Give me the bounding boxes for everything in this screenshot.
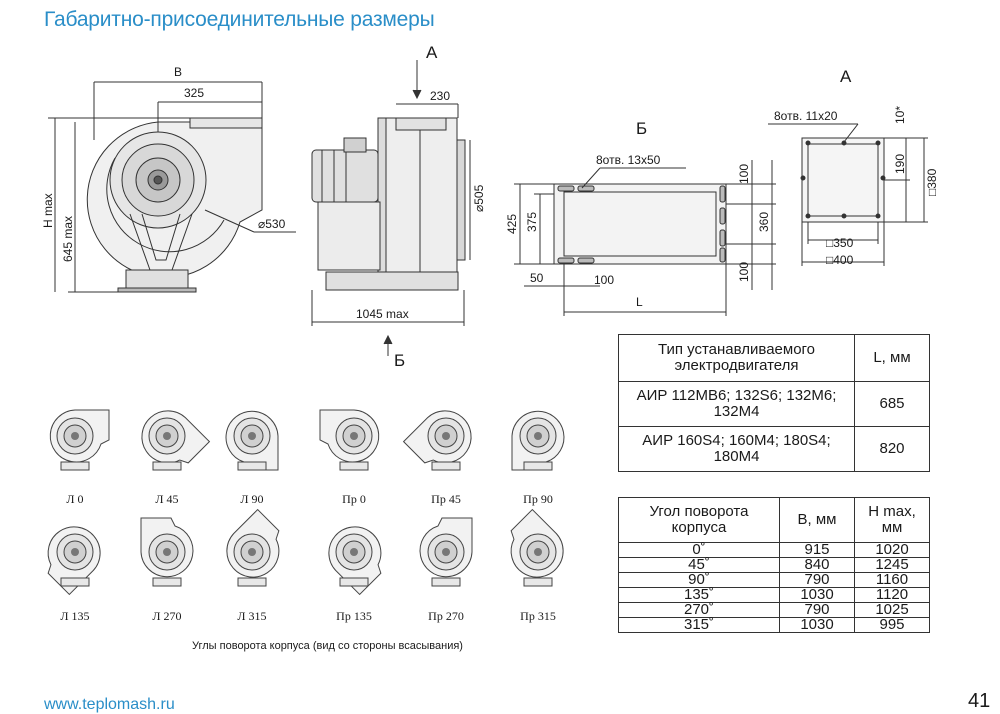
dim-hmax: H max <box>41 193 55 228</box>
rotation-label: Л 135 <box>60 609 89 623</box>
rotation-label: Пр 90 <box>523 492 553 506</box>
dim-b: B <box>174 65 182 79</box>
rotation-thumbnail: Пр 0 <box>319 409 380 506</box>
dim-530: ⌀530 <box>258 217 286 231</box>
dim-50: 50 <box>530 271 544 285</box>
rotation-label: Л 45 <box>155 492 178 506</box>
base-view-label: Б <box>636 119 647 138</box>
dim-l: L <box>636 295 643 309</box>
motor-cell: АИР 160S4; 160М4; 180S4; 180М4 <box>618 426 855 472</box>
dim-325: 325 <box>184 86 204 100</box>
dim-380: □380 <box>925 168 939 196</box>
hmax-cell: 1025 <box>854 602 930 618</box>
b-header: B, мм <box>779 497 855 543</box>
angle-cell: 315˚ <box>618 617 780 633</box>
angle-header: Угол поворота корпуса <box>618 497 780 543</box>
rotation-label: Л 270 <box>152 609 181 623</box>
l-cell: 820 <box>854 426 930 472</box>
side-view <box>311 60 471 356</box>
rotation-thumbnail: Пр 90 <box>511 410 565 506</box>
view-b-mark: Б <box>394 351 405 370</box>
dim-375: 375 <box>525 212 539 232</box>
hmax-cell: 995 <box>854 617 930 633</box>
rotation-label: Л 0 <box>66 492 83 506</box>
rotation-label: Пр 45 <box>431 492 461 506</box>
rotation-caption: Углы поворота корпуса (вид со стороны вс… <box>192 640 463 652</box>
dim-100-base: 100 <box>594 273 614 287</box>
rotation-thumbnail: Л 135 <box>47 526 101 623</box>
dim-100-top: 100 <box>737 164 751 184</box>
b-cell: 790 <box>779 602 855 618</box>
rotation-label: Л 90 <box>240 492 263 506</box>
dim-190: 190 <box>893 154 907 174</box>
outlet-view <box>768 123 928 266</box>
outlet-view-label: А <box>840 67 852 86</box>
view-a-mark: A <box>426 43 438 62</box>
dim-505: ⌀505 <box>472 184 486 212</box>
front-view <box>48 81 296 293</box>
dim-645: 645 max <box>61 216 75 262</box>
l-header: L, мм <box>854 334 930 382</box>
dim-100-bottom: 100 <box>737 262 751 282</box>
rotation-thumbnail: Пр 270 <box>419 517 473 623</box>
l-cell: 685 <box>854 381 930 427</box>
page-title: Габаритно-присоединительные размеры <box>44 8 435 31</box>
rotation-thumbnail: Л 0 <box>49 409 110 506</box>
hmax-header: H max, мм <box>854 497 930 543</box>
rotation-label: Пр 270 <box>428 609 464 623</box>
dim-400: □400 <box>826 253 854 267</box>
rotation-label: Л 315 <box>237 609 266 623</box>
base-holes: 8отв. 13х50 <box>596 153 661 167</box>
footer-site-link[interactable]: www.teplomash.ru <box>44 696 175 713</box>
rotation-thumbnail: Л 90 <box>225 410 279 506</box>
motor-cell: АИР 112МВ6; 132S6; 132М6; 132М4 <box>618 381 855 427</box>
dim-1045: 1045 max <box>356 307 409 321</box>
rotation-thumbnail: Л 270 <box>140 517 194 623</box>
angle-cell: 135˚ <box>618 587 780 603</box>
rotation-grid: Л 0 Л 45 Л 90 Пр 0 Пр 45 Пр 90 Л 135 Л 270 Л 315… <box>47 409 565 623</box>
b-cell: 1030 <box>779 617 855 633</box>
hmax-cell: 1120 <box>854 587 930 603</box>
dim-425: 425 <box>505 214 519 234</box>
rotation-label: Пр 315 <box>520 609 556 623</box>
rotation-thumbnail: Л 315 <box>226 508 280 623</box>
outlet-holes: 8отв. 11х20 <box>774 109 838 123</box>
angle-table: Угол поворота корпуса B, мм H max, мм 0˚… <box>618 497 930 633</box>
rotation-thumbnail: Пр 45 <box>402 410 472 506</box>
base-view <box>514 160 776 316</box>
page-number: 41 <box>968 690 991 712</box>
rotation-label: Пр 135 <box>336 609 372 623</box>
motor-table: Тип устанавливаемого электродвигателя L,… <box>618 334 930 472</box>
dim-230: 230 <box>430 89 450 103</box>
rotation-label: Пр 0 <box>342 492 366 506</box>
dim-360: 360 <box>757 212 771 232</box>
rotation-thumbnail: Пр 315 <box>510 508 564 623</box>
hmax-cell: 1245 <box>854 557 930 573</box>
rotation-thumbnail: Л 45 <box>141 410 211 506</box>
dim-350: □350 <box>826 236 854 250</box>
motor-header: Тип устанавливаемого электродвигателя <box>618 334 855 382</box>
dim-10: 10* <box>893 106 907 124</box>
rotation-thumbnail: Пр 135 <box>328 526 382 623</box>
